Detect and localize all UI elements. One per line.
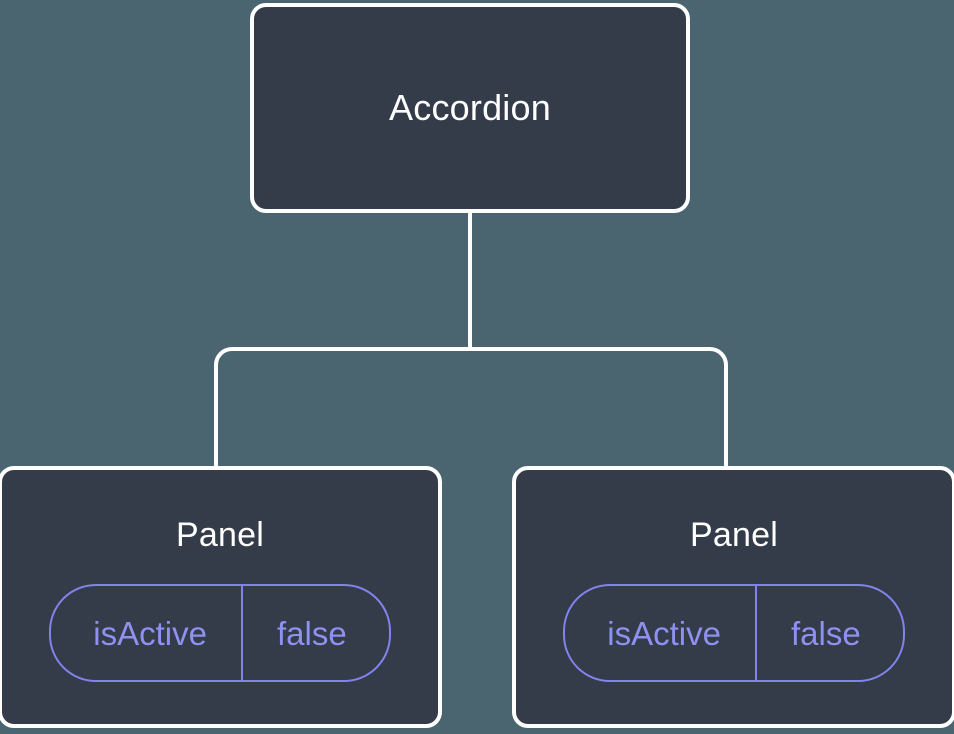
node-panel-1-label: Panel [176, 516, 264, 554]
node-panel-2-label: Panel [690, 516, 778, 554]
edge-split-bar-left [214, 347, 470, 470]
node-panel-1-prop-value: false [276, 614, 347, 652]
edge-split-bar-right [470, 347, 728, 470]
node-panel-2-prop-value: false [790, 614, 861, 652]
node-panel-2[interactable]: Panel isActive false [512, 466, 954, 728]
node-accordion[interactable]: Accordion [250, 3, 690, 213]
node-panel-2-prop-key: isActive [565, 586, 757, 680]
node-accordion-label: Accordion [389, 87, 551, 128]
node-panel-1[interactable]: Panel isActive false [0, 466, 442, 728]
node-panel-2-prop-badge[interactable]: isActive false [563, 584, 905, 682]
node-panel-1-prop-badge[interactable]: isActive false [49, 584, 391, 682]
node-panel-1-prop-key: isActive [51, 586, 243, 680]
